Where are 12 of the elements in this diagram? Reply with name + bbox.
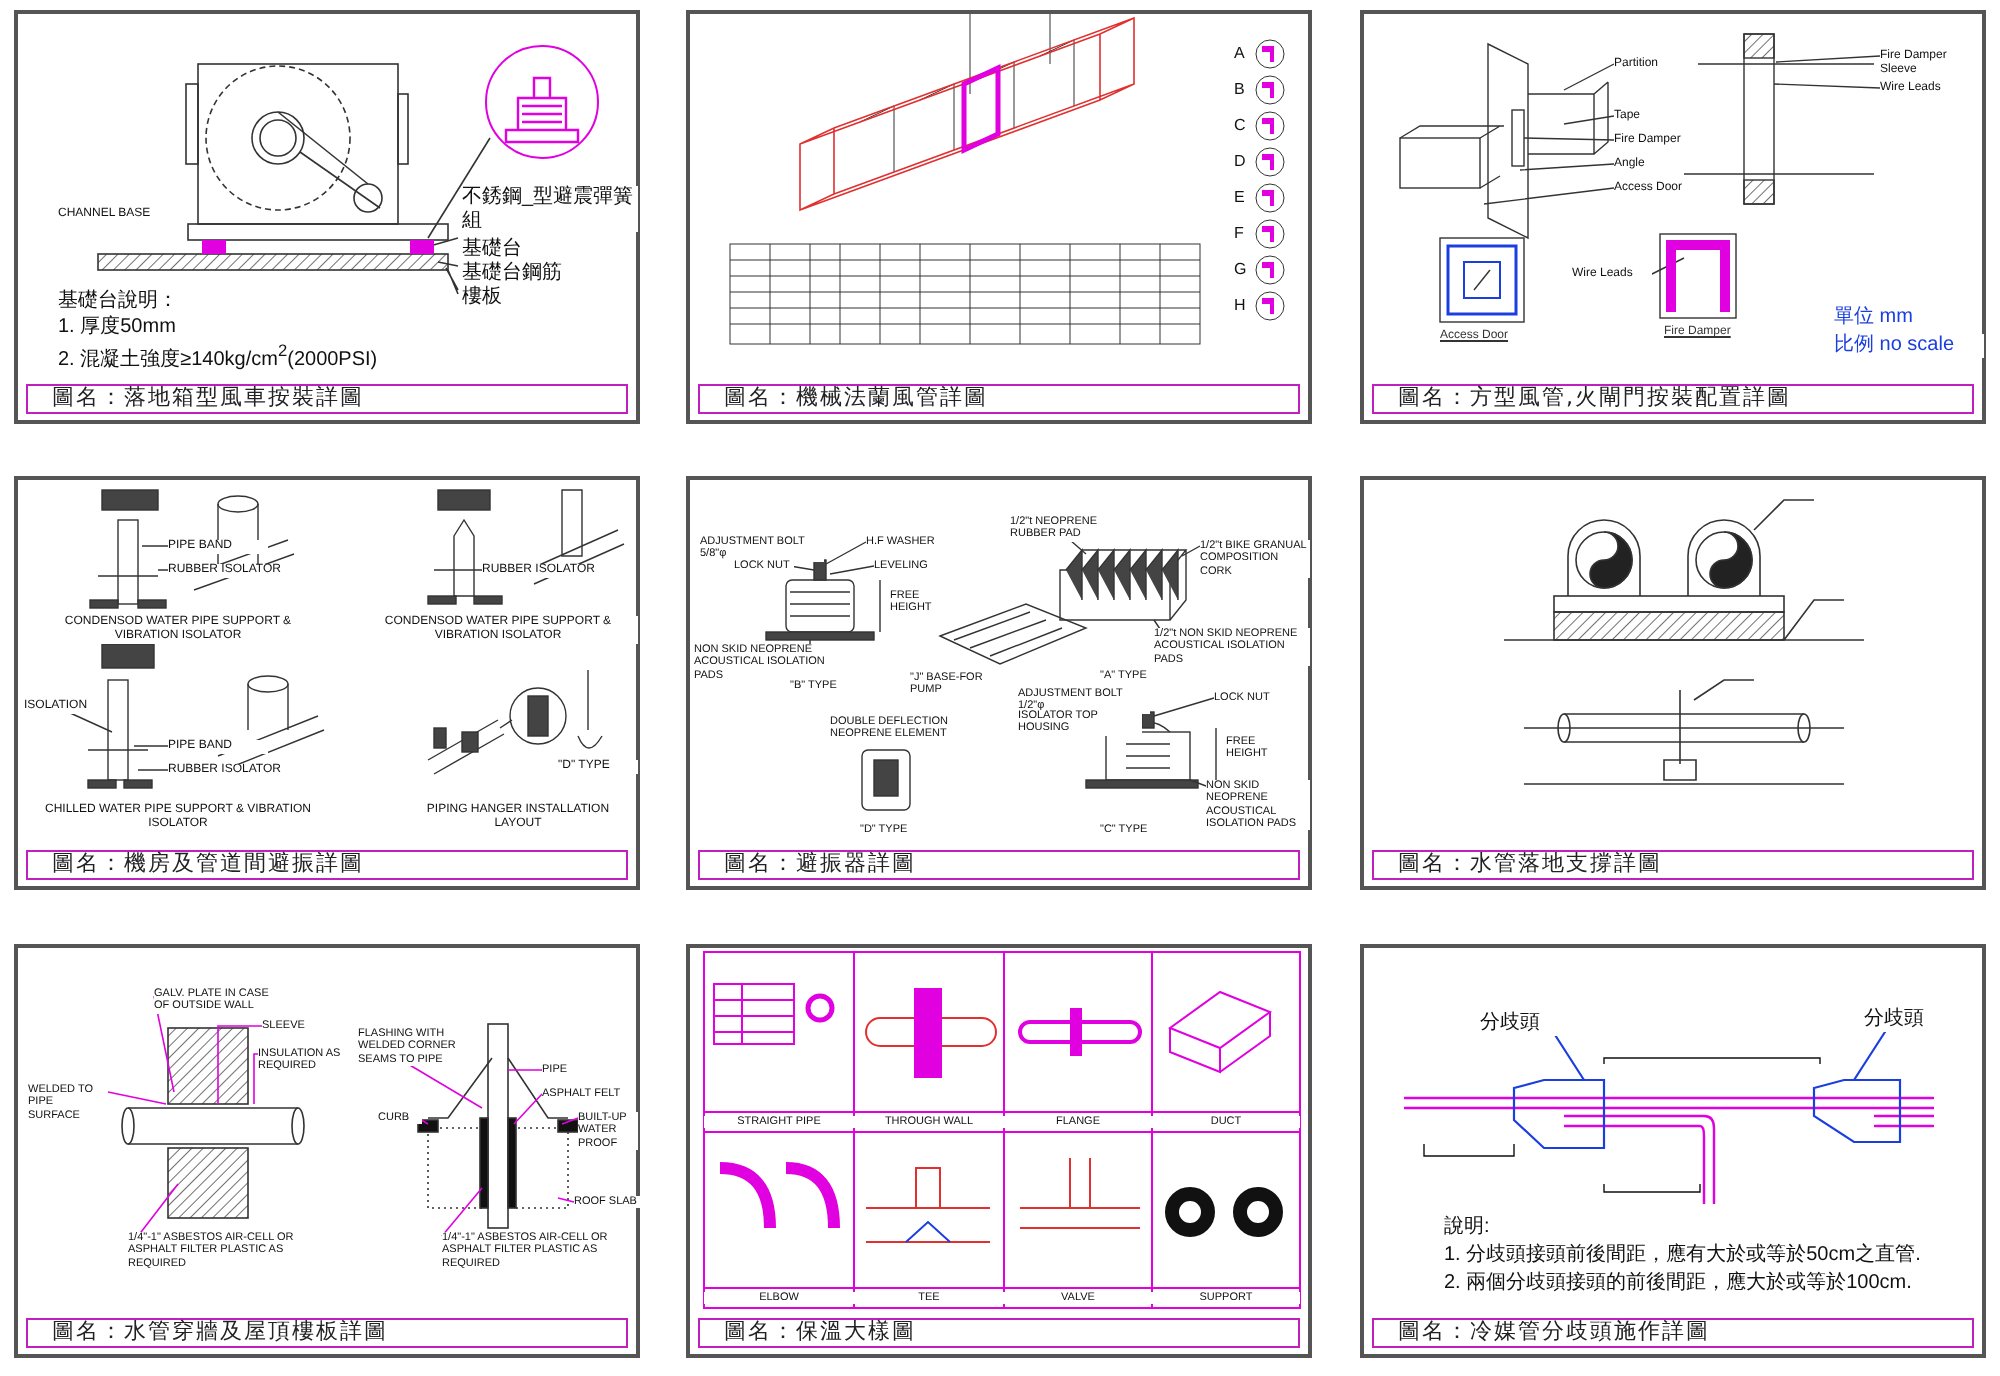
- title-bar: 圖名：避振器詳圖: [698, 850, 1300, 880]
- title-bar: 圖名：水管落地支撐詳圖: [1372, 850, 1974, 880]
- title-bar: 圖名：落地箱型風車按裝詳圖: [26, 384, 628, 414]
- part-label: 分歧頭: [1480, 1012, 1560, 1035]
- title-bar: 圖名：方型風管,火閘門按裝配置詳圖: [1372, 384, 1974, 414]
- title-bar: 圖名：機械法蘭風管詳圖: [698, 384, 1300, 414]
- title-bar: 圖名：水管穿牆及屋頂樓板詳圖: [26, 1318, 628, 1348]
- title-bar: 圖名：保溫大樣圖: [698, 1318, 1300, 1348]
- title-bar: 圖名：冷媒管分歧頭施作詳圖: [1372, 1318, 1974, 1348]
- title-bar: 圖名：機房及管道間避振詳圖: [26, 850, 628, 880]
- part-label: 不銹鋼_型避震彈簧組: [462, 186, 638, 232]
- part-label: 比例 no scale: [1834, 334, 1984, 357]
